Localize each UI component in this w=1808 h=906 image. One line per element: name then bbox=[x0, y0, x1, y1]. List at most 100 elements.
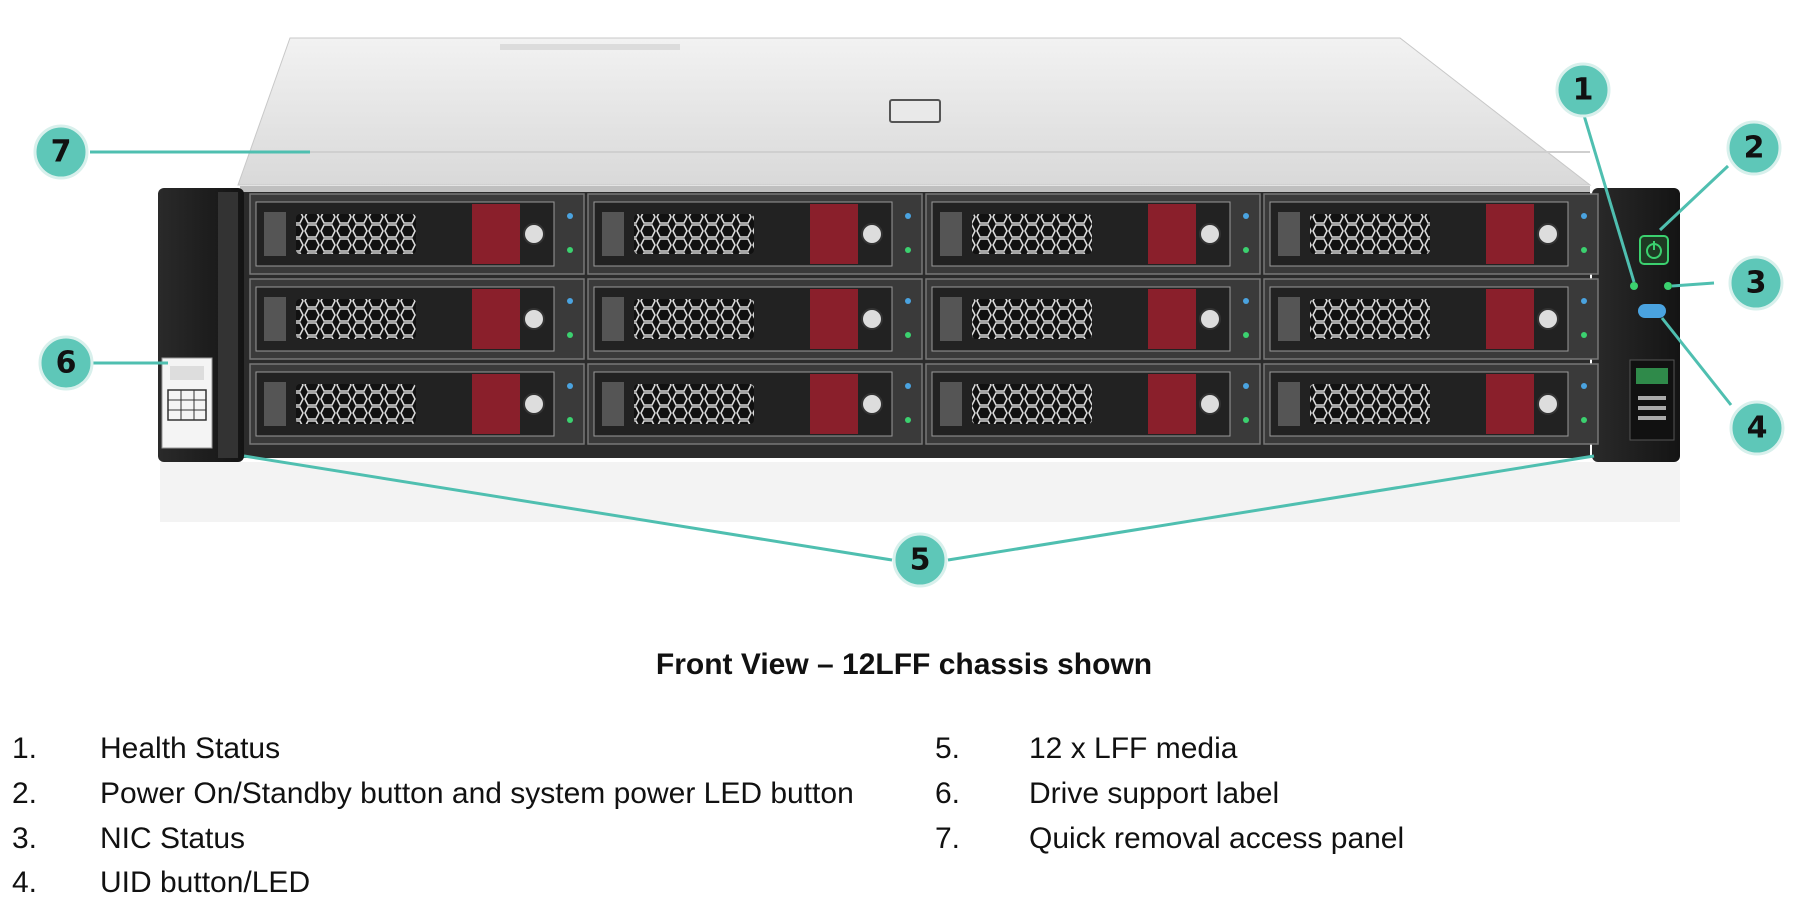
drive-release-latch bbox=[810, 374, 858, 434]
drive-release-latch bbox=[1148, 374, 1196, 434]
drive-eject-knob bbox=[523, 223, 545, 245]
drive-vent bbox=[972, 299, 1092, 339]
drive-bay[interactable] bbox=[925, 278, 1261, 360]
legend-text: NIC Status bbox=[100, 822, 246, 855]
legend-item-5: 5. 12 x LFF media bbox=[935, 732, 1735, 772]
drive-activity-led bbox=[905, 213, 911, 219]
drive-eject-knob bbox=[861, 393, 883, 415]
drive-bay[interactable] bbox=[1263, 363, 1599, 445]
drive-vent bbox=[972, 214, 1092, 254]
drive-activity-led bbox=[1243, 298, 1249, 304]
drive-online-led bbox=[567, 247, 573, 253]
drive-label bbox=[940, 212, 962, 256]
drive-eject-knob bbox=[523, 308, 545, 330]
legend-item-3: 3. NIC Status bbox=[12, 822, 912, 862]
drive-release-latch bbox=[1486, 289, 1534, 349]
drive-vent bbox=[1310, 299, 1430, 339]
leader-1 bbox=[1581, 111, 1636, 283]
leader-3 bbox=[1671, 281, 1715, 288]
drive-bay[interactable] bbox=[249, 278, 585, 360]
drive-bay[interactable] bbox=[587, 363, 923, 445]
legend-text: Quick removal access panel bbox=[1029, 822, 1405, 855]
drive-activity-led bbox=[1243, 213, 1249, 219]
drive-activity-led bbox=[1581, 213, 1587, 219]
drive-activity-led bbox=[567, 298, 573, 304]
drive-label bbox=[264, 212, 286, 256]
leader-5b bbox=[947, 454, 1595, 562]
drive-activity-led bbox=[567, 213, 573, 219]
callout-4-number: 4 bbox=[1747, 411, 1768, 446]
drive-release-latch bbox=[472, 374, 520, 434]
drive-bay[interactable] bbox=[1263, 278, 1599, 360]
drive-online-led bbox=[1243, 332, 1249, 338]
drive-online-led bbox=[905, 247, 911, 253]
callout-5: 5 bbox=[892, 532, 948, 588]
drive-label bbox=[1278, 382, 1300, 426]
drive-label bbox=[264, 297, 286, 341]
drive-eject-knob bbox=[861, 223, 883, 245]
model-badge bbox=[1629, 359, 1675, 441]
callout-3: 3 bbox=[1728, 255, 1784, 311]
drive-eject-knob bbox=[523, 393, 545, 415]
drive-release-latch bbox=[810, 204, 858, 264]
callout-1-number: 1 bbox=[1573, 73, 1594, 108]
callout-1: 1 bbox=[1555, 62, 1611, 118]
drive-activity-led bbox=[1581, 298, 1587, 304]
drive-online-led bbox=[905, 332, 911, 338]
callout-7-number: 7 bbox=[51, 135, 72, 170]
drive-label bbox=[940, 297, 962, 341]
figure-caption: Front View – 12LFF chassis shown bbox=[655, 648, 1153, 681]
drive-activity-led bbox=[1243, 383, 1249, 389]
legend-number: 7. bbox=[935, 822, 961, 855]
leader-5a bbox=[243, 454, 893, 562]
drive-release-latch bbox=[810, 289, 858, 349]
legend-number: 4. bbox=[12, 866, 38, 899]
drive-bay[interactable] bbox=[587, 193, 923, 275]
drive-eject-knob bbox=[1199, 308, 1221, 330]
callout-2: 2 bbox=[1726, 120, 1782, 176]
legend-text: Power On/Standby button and system power… bbox=[100, 777, 854, 810]
legend-number: 2. bbox=[12, 777, 38, 810]
drive-activity-led bbox=[1581, 383, 1587, 389]
legend-item-7: 7. Quick removal access panel bbox=[935, 822, 1735, 862]
legend-item-6: 6. Drive support label bbox=[935, 777, 1735, 817]
drive-vent bbox=[634, 384, 754, 424]
chassis-shadow bbox=[160, 462, 1680, 522]
drive-bays bbox=[249, 193, 1599, 445]
drive-online-led bbox=[1581, 417, 1587, 423]
top-panel-latch bbox=[889, 99, 941, 123]
legend-item-2: 2. Power On/Standby button and system po… bbox=[12, 777, 912, 817]
drive-bay[interactable] bbox=[587, 278, 923, 360]
legend-number: 3. bbox=[12, 822, 38, 855]
drive-label bbox=[1278, 297, 1300, 341]
callout-6-number: 6 bbox=[56, 346, 77, 381]
drive-bay[interactable] bbox=[249, 193, 585, 275]
legend-number: 1. bbox=[12, 732, 38, 765]
uid-button[interactable] bbox=[1638, 304, 1666, 318]
drive-label bbox=[264, 382, 286, 426]
drive-support-label bbox=[161, 357, 213, 449]
legend-item-4: 4. UID button/LED bbox=[12, 866, 912, 906]
drive-eject-knob bbox=[1199, 223, 1221, 245]
drive-online-led bbox=[1581, 247, 1587, 253]
drive-vent bbox=[634, 299, 754, 339]
leader-4 bbox=[1660, 317, 1733, 406]
drive-bay[interactable] bbox=[925, 363, 1261, 445]
drive-online-led bbox=[567, 332, 573, 338]
callout-2-number: 2 bbox=[1744, 131, 1765, 166]
drive-activity-led bbox=[905, 298, 911, 304]
callout-6: 6 bbox=[38, 335, 94, 391]
drive-online-led bbox=[1581, 332, 1587, 338]
drive-vent bbox=[296, 384, 416, 424]
drive-vent bbox=[296, 214, 416, 254]
drive-release-latch bbox=[1148, 204, 1196, 264]
callout-3-number: 3 bbox=[1746, 266, 1767, 301]
drive-online-led bbox=[1243, 247, 1249, 253]
drive-activity-led bbox=[905, 383, 911, 389]
drive-bay[interactable] bbox=[925, 193, 1261, 275]
drive-vent bbox=[296, 299, 416, 339]
drive-bay[interactable] bbox=[1263, 193, 1599, 275]
drive-bay[interactable] bbox=[249, 363, 585, 445]
drive-release-latch bbox=[1486, 374, 1534, 434]
legend-text: Health Status bbox=[100, 732, 281, 765]
